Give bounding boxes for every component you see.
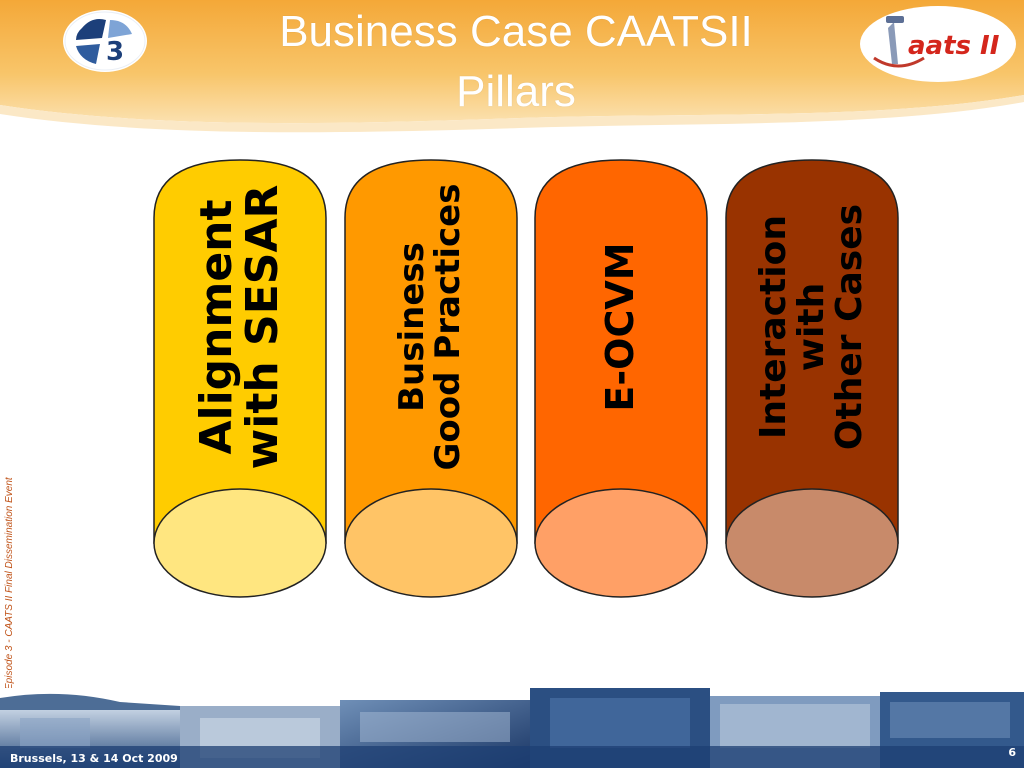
- pillar-shape: [534, 159, 708, 598]
- pillar-shape: [725, 159, 899, 598]
- pillar-label: Alignment with SESAR: [190, 184, 288, 470]
- pillar-interaction-other-cases: Interaction with Other Cases: [724, 158, 900, 600]
- pillar-label: E-OCVM: [598, 242, 643, 412]
- pillar-shape: [344, 159, 518, 598]
- svg-text:3: 3: [106, 37, 124, 67]
- pillar-business-good-practices: Business Good Practices: [343, 158, 519, 600]
- pillar-label: Interaction with Other Cases: [753, 203, 870, 451]
- caats-logo-text: aats II: [908, 31, 1000, 61]
- page-title: Business Case CAATSII Pillars: [279, 7, 753, 112]
- footer-date: Brussels, 13 & 14 Oct 2009: [10, 752, 178, 765]
- page-number: 6: [1008, 746, 1016, 759]
- header-band: [0, 0, 1024, 133]
- footer-photo-strip: [0, 688, 1024, 768]
- caats-ii-logo: aats II: [860, 6, 1016, 82]
- episode-3-logo: 3: [63, 10, 147, 72]
- pillar-label: Business Good Practices: [392, 183, 468, 471]
- pillar-shape: [153, 159, 327, 598]
- pillar-alignment-sesar: Alignment with SESAR: [152, 158, 328, 600]
- pillar-e-ocvm: E-OCVM: [533, 158, 709, 600]
- side-event-text: Episode 3 - CAATS II Final Dissemination…: [4, 477, 15, 690]
